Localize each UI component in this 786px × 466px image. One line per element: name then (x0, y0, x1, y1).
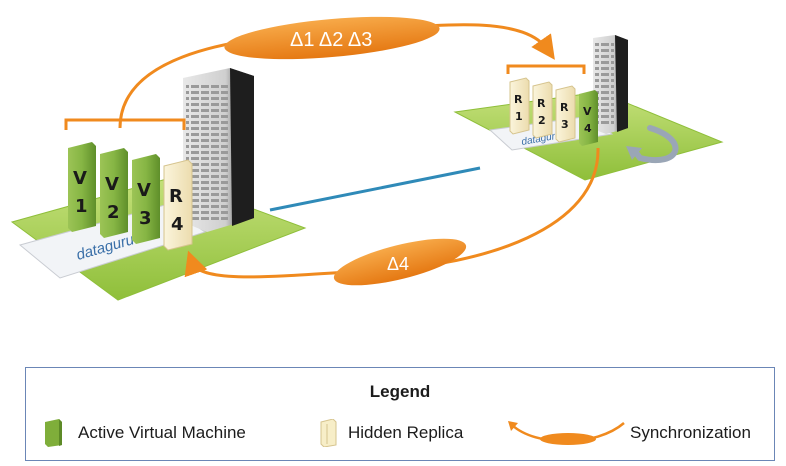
right-replica-2-number: 2 (538, 114, 546, 127)
legend-item-active-vm: Active Virtual Machine (42, 418, 246, 448)
left-vm-3-number: 3 (139, 208, 152, 229)
network-link (269, 166, 481, 212)
bottom-synchronization: Δ4 (184, 147, 600, 286)
hidden-replica-icon (320, 419, 337, 447)
right-server-rack (593, 35, 628, 134)
bottom-sync-ellipse (333, 238, 467, 286)
right-group-bracket (506, 64, 586, 74)
legend-label-active-vm: Active Virtual Machine (78, 423, 246, 442)
right-replica-2-letter: R (537, 97, 546, 110)
legend-item-synchronization: Synchronization (506, 418, 751, 448)
top-synchronization: Δ1 Δ2 Δ3 (118, 16, 555, 129)
right-site: dataguru R 1 R 2 R 3 V 4 (453, 35, 724, 181)
top-sync-deltas-label: Δ1 Δ2 Δ3 (290, 29, 372, 51)
right-replica-2: R 2 (532, 81, 553, 139)
legend-title: Legend (369, 382, 431, 401)
left-vm-2: V 2 (100, 148, 128, 238)
legend-label-synchronization: Synchronization (630, 423, 751, 442)
left-vm-3-letter: V (137, 180, 151, 201)
synchronization-icon (508, 421, 625, 445)
left-server-rack (183, 68, 254, 232)
right-replica-1-number: 1 (515, 110, 523, 123)
right-replica-1: R 1 (509, 77, 530, 135)
right-vm-4-number: 4 (584, 122, 592, 135)
right-replica-3-letter: R (560, 101, 569, 114)
right-replica-3: R 3 (555, 85, 576, 143)
left-vm-2-letter: V (105, 174, 119, 195)
right-vm-4: V 4 (579, 90, 598, 146)
left-site: dataguru V 1 V 2 V 3 R 4 (10, 68, 307, 301)
left-replica-4-number: 4 (171, 214, 184, 235)
top-sync-ellipse (224, 16, 440, 60)
left-group-bracket (64, 118, 186, 130)
legend-item-hidden-replica: Hidden Replica (318, 418, 463, 448)
left-vm-1: V 1 (68, 142, 96, 232)
left-vm-3: V 3 (132, 154, 160, 244)
left-replica-4-letter: R (169, 186, 183, 207)
right-vm-4-letter: V (583, 105, 592, 118)
legend-box: Legend Active Virtual Machine Hidden Rep… (25, 367, 775, 461)
right-replica-1-letter: R (514, 93, 523, 106)
active-vm-icon (45, 419, 62, 447)
failover-curl-arrow (631, 125, 679, 164)
legend-label-hidden-replica: Hidden Replica (348, 423, 464, 442)
bottom-sync-delta-label: Δ4 (387, 254, 409, 274)
left-vm-1-letter: V (73, 168, 87, 189)
left-vm-1-number: 1 (75, 196, 88, 217)
left-replica-4: R 4 (163, 159, 193, 251)
left-vm-2-number: 2 (107, 202, 120, 223)
right-replica-3-number: 3 (561, 118, 569, 131)
